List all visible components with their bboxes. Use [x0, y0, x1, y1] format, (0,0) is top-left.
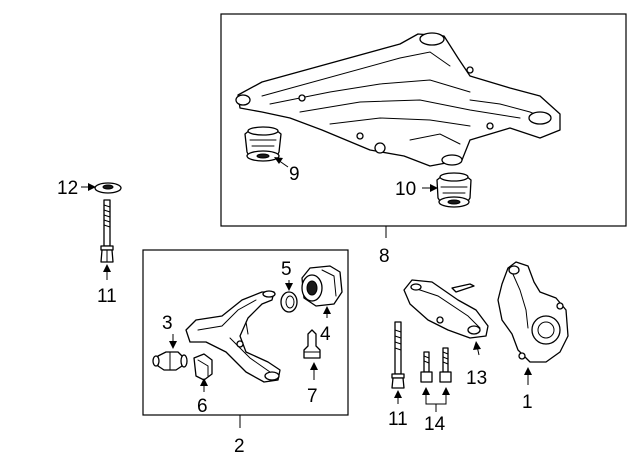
callout-5-arrow — [285, 283, 293, 291]
callout-7: 7 — [307, 386, 318, 407]
callout-11-left-arrow — [103, 264, 111, 272]
stabilizer-link-bracket — [403, 279, 489, 339]
control-arm-rear-washer — [280, 291, 298, 313]
callout-10-arrow — [430, 184, 438, 192]
control-arm-rear-bushing — [301, 265, 343, 307]
callout-11-bottom-arrow — [394, 390, 402, 398]
callout-12-arrow — [88, 183, 96, 191]
callout-12: 12 — [57, 178, 78, 199]
callout-3: 3 — [162, 313, 173, 334]
callout-8: 8 — [379, 246, 390, 267]
callout-14-arrow-a — [422, 387, 430, 395]
callout-13: 13 — [466, 368, 487, 389]
callout-3-arrow — [169, 341, 177, 349]
callout-13-arrow — [473, 341, 481, 350]
callout-14: 14 — [424, 414, 446, 435]
knuckle-bolt-long — [391, 321, 405, 389]
callout-5: 5 — [281, 259, 292, 280]
callout-14-arrow-b — [442, 387, 450, 395]
control-arm-clip-bushing — [193, 353, 213, 381]
bracket-bolts — [420, 347, 452, 383]
control-arm-group-frame — [142, 249, 349, 416]
callout-9: 9 — [289, 164, 300, 185]
callout-6: 6 — [197, 396, 208, 417]
callout-4-arrow — [323, 306, 331, 314]
callout-4: 4 — [320, 324, 331, 345]
callout-7-arrow — [310, 362, 318, 370]
steering-knuckle — [497, 261, 569, 363]
engine-cradle-subframe — [235, 32, 561, 167]
callout-6-arrow — [200, 378, 208, 386]
callout-14-leader — [425, 392, 447, 412]
subframe-washer — [94, 182, 122, 194]
callout-9-arrow — [274, 157, 283, 164]
subframe-bushing-rear — [244, 126, 282, 162]
subframe-bolt-long — [100, 199, 114, 263]
lower-ball-joint — [303, 329, 321, 359]
callout-11-left: 11 — [97, 286, 117, 307]
callout-11-bottom: 11 — [388, 409, 408, 430]
lower-control-arm — [185, 290, 281, 383]
subframe-group-frame — [220, 13, 627, 227]
subframe-bushing-front — [436, 172, 472, 208]
control-arm-front-bushing — [152, 351, 188, 371]
callout-1-arrow — [524, 367, 532, 375]
callout-2: 2 — [234, 436, 245, 457]
callout-10: 10 — [395, 179, 416, 200]
callout-1: 1 — [522, 392, 533, 413]
